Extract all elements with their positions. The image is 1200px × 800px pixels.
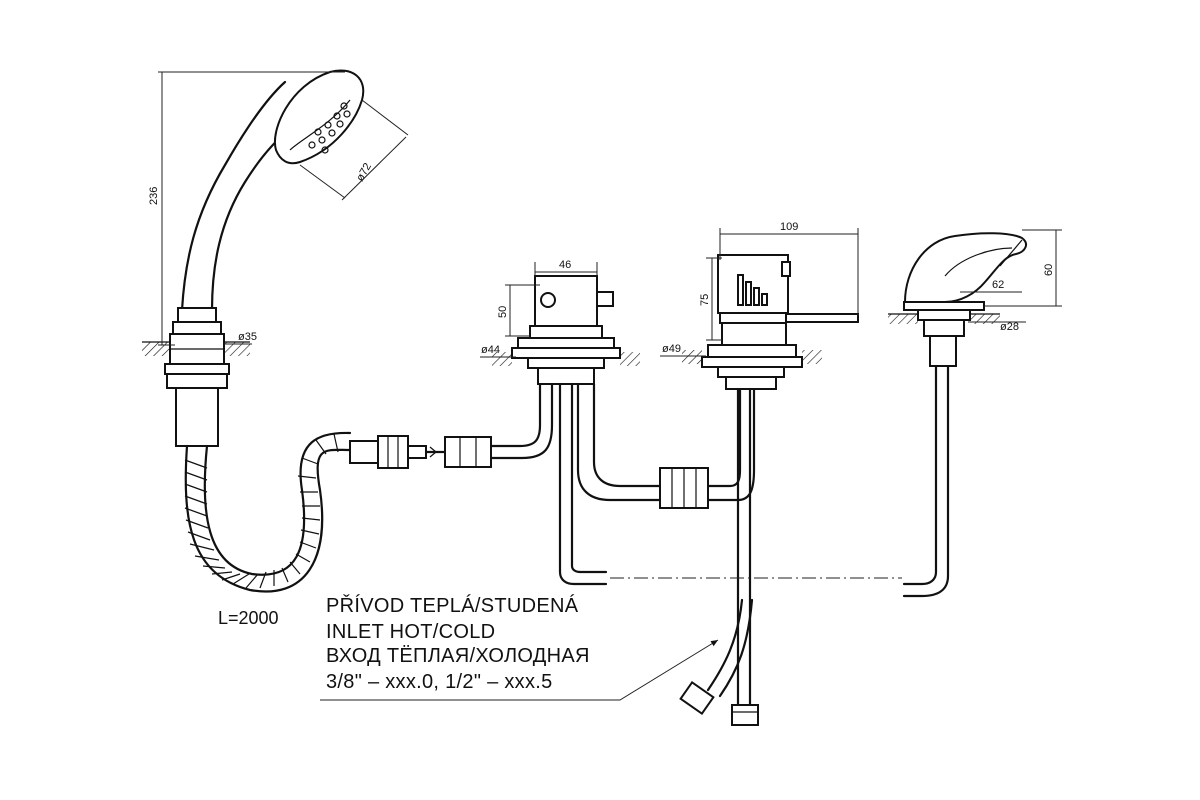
dim-label-236: 236 [148,187,160,205]
hose-length-label: L=2000 [218,608,279,628]
shower-hose [184,431,427,593]
dim-109: 109 [719,221,859,316]
diverter-hose-connector [424,383,554,468]
pipe-coupling [659,383,756,509]
dim-50: 50 [497,284,540,337]
dim-49: ø49 [660,343,706,357]
note-line-3: ВХОД ТЁПЛАЯ/ХОЛОДНАЯ [326,645,590,667]
shower-head-nozzles [308,102,351,154]
dim-35: ø35 [224,331,257,345]
bath-spout [888,232,1027,598]
dim-label-60: 60 [1043,264,1055,276]
dim-46: 46 [534,259,598,276]
note-line-2: INLET HOT/COLD [326,621,495,643]
dim-label-50: 50 [497,306,509,318]
dim-label-75: 75 [699,294,711,306]
dim-label-46: 46 [559,259,571,271]
dim-236: 236 [148,71,345,346]
hand-shower [142,69,365,447]
dim-label-72: ø72 [354,161,374,183]
dim-label-49: ø49 [662,343,681,355]
diverter-pipes [558,382,662,586]
note-line-1: PŘÍVOD TEPLÁ/STUDENÁ [326,594,579,617]
dim-28: ø28 [968,321,1026,333]
dim-label-35: ø35 [238,331,257,343]
dim-44: ø44 [480,344,516,358]
mixer-supply-pipes [679,387,759,726]
dim-60: 60 [984,229,1062,307]
note-leader-line [320,639,719,701]
dim-label-109: 109 [780,221,798,233]
dim-label-28: ø28 [1000,321,1019,333]
inlet-note: PŘÍVOD TEPLÁ/STUDENÁ INLET HOT/COLD ВХОД… [326,594,590,693]
hose-coil-pattern [184,433,339,589]
dim-75: 75 [699,257,722,341]
dim-62: 62 [960,279,1022,293]
diverter-valve [492,275,640,385]
dim-label-62: 62 [992,279,1004,291]
note-line-4: 3/8" – xxx.0, 1/2" – xxx.5 [326,671,553,693]
mixer-valve [682,254,859,390]
dim-label-44: ø44 [481,344,500,356]
